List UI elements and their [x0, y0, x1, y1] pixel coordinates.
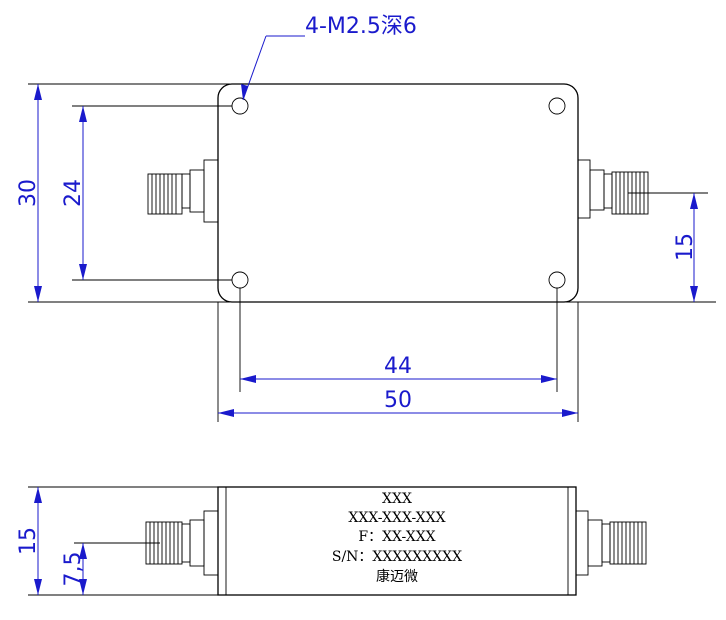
dim-height-outer-label: 30 [16, 179, 41, 207]
side-right-connector [575, 510, 647, 576]
top-right-connector [577, 159, 649, 219]
hole-callout-label: 4-M2.5深6 [305, 14, 417, 39]
label-serial-number: S/N：XXXXXXXXX [332, 549, 462, 565]
top-extension-lines [28, 83, 716, 422]
dim-width-holes: 44 [240, 354, 557, 383]
hole-callout: 4-M2.5深6 [241, 14, 417, 101]
mounting-hole-bottom-left [231, 271, 249, 289]
mounting-holes [231, 97, 566, 289]
side-view: 15 7,5 XXX XXX-XXX-XXX F：XX-XXX S/N：XXXX… [16, 486, 647, 596]
label-model: XXX [382, 491, 412, 507]
dim-width-outer-label: 50 [384, 388, 412, 413]
dim-port-height: 7,5 [61, 543, 87, 595]
label-manufacturer: 康迈微 [376, 568, 418, 585]
top-view: 30 24 15 44 50 [16, 14, 716, 422]
product-label: XXX XXX-XXX-XXX F：XX-XXX S/N：XXXXXXXXX 康… [332, 491, 462, 585]
top-left-connector-thread [151, 174, 177, 214]
dim-port-offset: 15 [673, 193, 698, 302]
mounting-hole-bottom-right [548, 271, 566, 289]
top-body-outline [217, 83, 579, 303]
dim-port-height-label: 7,5 [61, 552, 86, 587]
dim-height-outer: 30 [16, 84, 42, 302]
dim-width-holes-label: 44 [384, 354, 412, 379]
dim-side-height-label: 15 [16, 527, 41, 555]
mounting-hole-top-left [231, 97, 249, 115]
dim-side-height: 15 [16, 487, 42, 595]
dim-port-offset-label: 15 [673, 233, 698, 261]
label-frequency: F：XX-XXX [358, 529, 435, 545]
dim-height-holes-label: 24 [61, 179, 86, 207]
dim-height-holes: 24 [61, 106, 87, 280]
top-left-connector [147, 159, 219, 223]
side-extension-lines [28, 486, 218, 596]
mounting-hole-top-right [548, 97, 566, 115]
dim-width-outer: 50 [218, 388, 578, 417]
label-part-number: XXX-XXX-XXX [348, 510, 445, 526]
